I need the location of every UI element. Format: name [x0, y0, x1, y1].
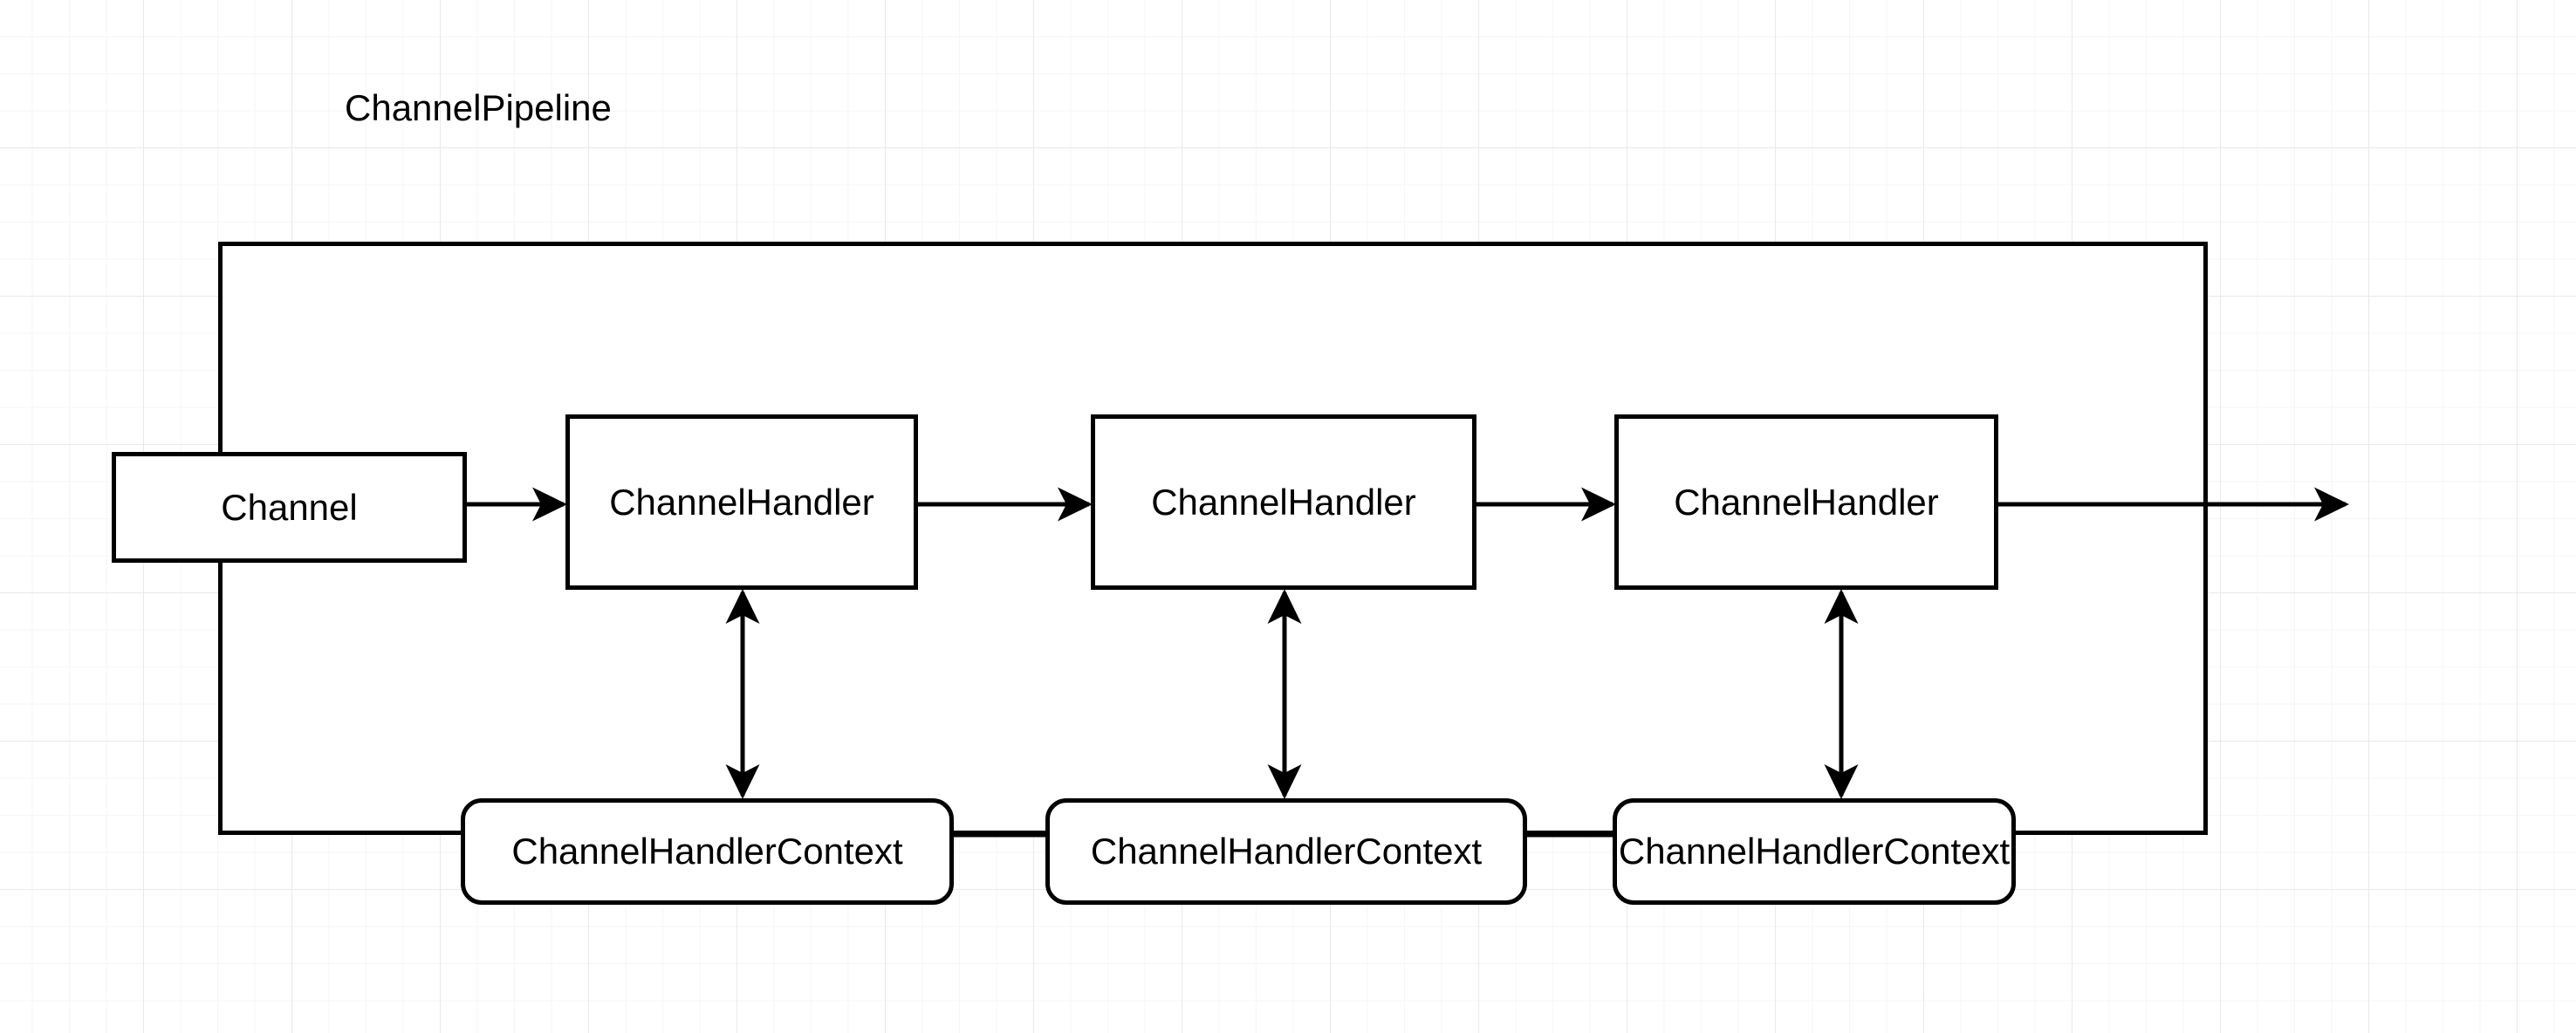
node-channel-handler-context-2-label: ChannelHandlerContext	[1090, 831, 1483, 872]
node-channel-handler-context-2[interactable]: ChannelHandlerContext	[1045, 798, 1527, 905]
node-channel-handler-2-label: ChannelHandler	[1151, 481, 1416, 523]
node-channel-handler-1[interactable]: ChannelHandler	[565, 414, 918, 590]
node-channel[interactable]: Channel	[112, 452, 467, 563]
diagram-title: ChannelPipeline	[345, 87, 612, 128]
node-channel-handler-context-1-label: ChannelHandlerContext	[511, 831, 903, 872]
node-channel-handler-context-3[interactable]: ChannelHandlerContext	[1613, 798, 2016, 905]
node-channel-handler-1-label: ChannelHandler	[609, 481, 874, 523]
node-channel-handler-context-1[interactable]: ChannelHandlerContext	[461, 798, 954, 905]
node-channel-handler-3-label: ChannelHandler	[1674, 481, 1939, 523]
node-channel-handler-2[interactable]: ChannelHandler	[1091, 414, 1476, 590]
node-channel-handler-3[interactable]: ChannelHandler	[1614, 414, 1998, 590]
node-channel-handler-context-3-label: ChannelHandlerContext	[1618, 831, 2011, 872]
node-channel-label: Channel	[221, 486, 358, 528]
